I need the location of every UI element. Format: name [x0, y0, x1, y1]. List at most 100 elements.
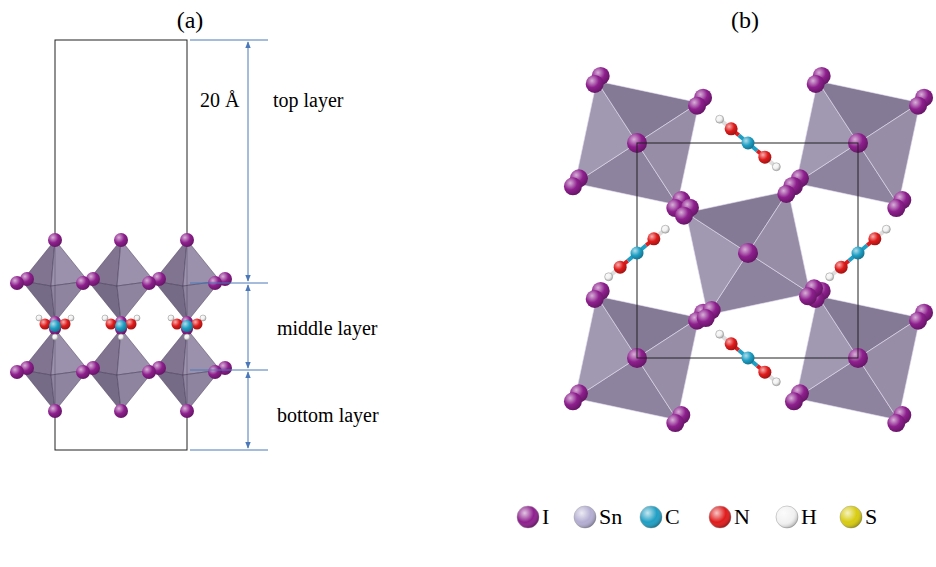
- atom-sphere: [586, 290, 604, 308]
- atom-sphere: [725, 337, 738, 350]
- octahedron-face: [637, 103, 699, 205]
- octahedron-face: [748, 191, 810, 293]
- atom-sphere: [887, 199, 905, 217]
- legend-label: H: [801, 505, 817, 529]
- unit-cell: [55, 40, 187, 450]
- atom-sphere: [102, 315, 108, 321]
- side-view: [10, 40, 232, 450]
- atom-sphere: [564, 177, 582, 195]
- atom-sphere: [10, 276, 24, 290]
- top-view: [564, 67, 933, 432]
- atom-sphere: [106, 319, 117, 330]
- atom-sphere: [631, 247, 644, 260]
- atom-sphere: [785, 392, 803, 410]
- legend-label: C: [665, 505, 680, 529]
- atom-sphere: [76, 365, 90, 379]
- atom-sphere: [725, 122, 738, 135]
- atom-sphere: [48, 404, 62, 418]
- legend-swatch: [709, 506, 731, 528]
- legend-label: N: [734, 505, 750, 529]
- swatch-shading: [776, 506, 798, 528]
- atom-sphere: [758, 366, 771, 379]
- unit-cell: [637, 143, 858, 358]
- atom-sphere: [68, 315, 74, 321]
- swatch-shading: [574, 506, 596, 528]
- atom-sphere: [200, 315, 206, 321]
- atom-sphere: [909, 97, 927, 115]
- atom-sphere: [852, 247, 865, 260]
- atom-sphere: [180, 404, 194, 418]
- legend-label: Sn: [599, 505, 622, 529]
- octahedron-face: [88, 281, 121, 322]
- layer-label: middle layer: [277, 317, 378, 339]
- legend-swatch: [640, 506, 662, 528]
- panel-label: (a): [177, 7, 204, 33]
- atom-sphere: [52, 334, 58, 340]
- atom-sphere: [887, 414, 905, 432]
- octahedron-face: [22, 281, 55, 322]
- atom-sphere: [10, 365, 24, 379]
- extension-line: [190, 40, 268, 41]
- octahedron-face: [637, 318, 699, 420]
- atom-sphere: [772, 378, 780, 386]
- layer-label: top layer: [273, 89, 344, 111]
- octahedron-face: [88, 370, 121, 411]
- octahedron-face: [154, 370, 187, 411]
- atom-sphere: [142, 365, 156, 379]
- atom-sphere: [586, 75, 604, 93]
- atom-sphere: [614, 261, 627, 274]
- legend-swatch: [776, 506, 798, 528]
- legend-label: I: [542, 505, 549, 529]
- atom-sphere: [60, 319, 71, 330]
- atom-sphere: [115, 320, 127, 332]
- legend-label: S: [865, 505, 877, 529]
- atom-sphere: [180, 233, 194, 247]
- extension-line: [190, 283, 268, 284]
- atom-sphere: [807, 75, 825, 93]
- dimension-line: [248, 372, 249, 448]
- atom-sphere: [114, 404, 128, 418]
- atom-sphere: [697, 309, 715, 327]
- legend-swatch: [517, 506, 539, 528]
- atom-sphere: [181, 320, 193, 332]
- atom-sphere: [172, 319, 183, 330]
- atom-sphere: [118, 334, 124, 340]
- atom-sphere: [738, 243, 758, 263]
- dimension-line: [248, 42, 249, 281]
- octahedron-face: [858, 318, 920, 420]
- atom-sphere: [909, 312, 927, 330]
- atom-sphere: [647, 232, 660, 245]
- atom-sphere: [564, 392, 582, 410]
- dimension-lines: [190, 40, 268, 450]
- atom-sphere: [777, 185, 795, 203]
- dimension-label: 20 Å: [200, 89, 239, 111]
- atom-sphere: [192, 319, 203, 330]
- atom-sphere: [605, 273, 613, 281]
- atom-sphere: [49, 320, 61, 332]
- atom-sphere: [40, 319, 51, 330]
- atom-sphere: [742, 352, 755, 365]
- octahedron-face: [22, 370, 55, 411]
- atom-sphere: [126, 319, 137, 330]
- atom-sphere: [868, 232, 881, 245]
- atom-sphere: [835, 261, 848, 274]
- octahedron-face: [154, 281, 187, 322]
- atom-sphere: [716, 115, 724, 123]
- atom-sphere: [184, 334, 190, 340]
- atom-sphere: [688, 97, 706, 115]
- atom-sphere: [799, 287, 817, 305]
- swatch-shading: [640, 506, 662, 528]
- atom-sphere: [168, 315, 174, 321]
- atom-sphere: [661, 225, 669, 233]
- octahedron-face: [858, 103, 920, 205]
- swatch-shading: [840, 506, 862, 528]
- atom-sphere: [208, 365, 222, 379]
- legend-swatch: [574, 506, 596, 528]
- layer-label: bottom layer: [277, 404, 379, 426]
- atom-sphere: [76, 276, 90, 290]
- atom-sphere: [882, 225, 890, 233]
- atom-sphere: [826, 273, 834, 281]
- atom-sphere: [675, 207, 693, 225]
- atom-sphere: [666, 414, 684, 432]
